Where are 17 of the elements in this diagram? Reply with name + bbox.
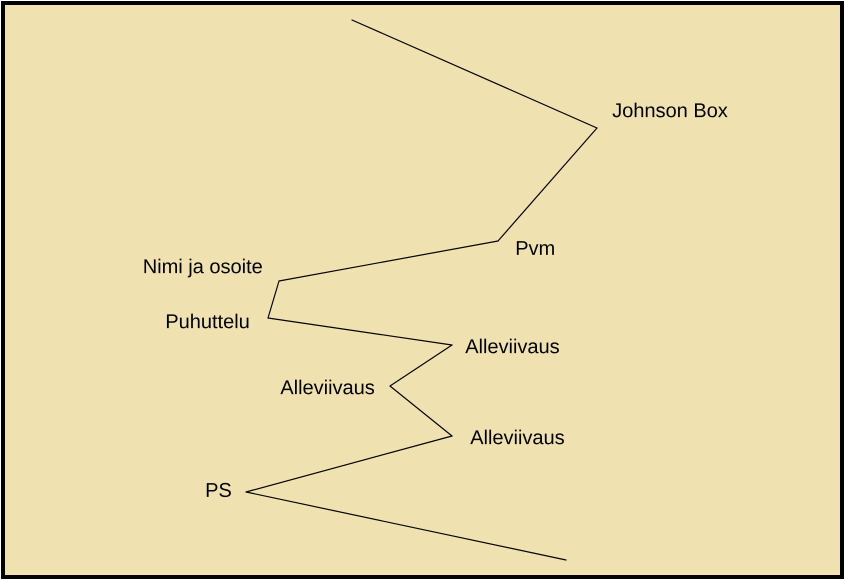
text-label: Johnson Box xyxy=(612,102,728,118)
text-label: Puhuttelu xyxy=(166,314,248,328)
line xyxy=(389,385,453,437)
text-label: Nimi ja osoite xyxy=(144,258,262,278)
line xyxy=(245,491,567,561)
text-label: Pvm xyxy=(516,241,554,255)
line xyxy=(389,344,453,387)
text-label: Alleviivaus xyxy=(470,430,564,444)
text-label: Alleviivaus xyxy=(280,380,374,394)
line xyxy=(245,435,453,493)
line xyxy=(267,280,280,319)
line xyxy=(497,127,598,242)
text-label: PS xyxy=(206,482,231,498)
line xyxy=(267,317,453,346)
line xyxy=(278,240,499,282)
line xyxy=(351,19,598,129)
text-label: Alleviivaus xyxy=(465,338,559,354)
